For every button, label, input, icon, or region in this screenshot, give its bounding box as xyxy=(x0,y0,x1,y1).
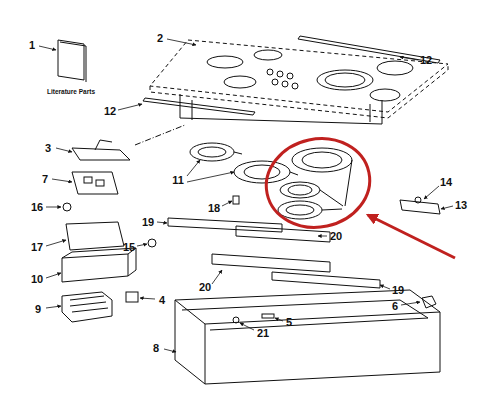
callout-number: 16 xyxy=(31,202,43,213)
callout-number: 1 xyxy=(29,40,35,51)
callout-number: 4 xyxy=(159,295,165,306)
callout-number: 7 xyxy=(42,174,48,185)
callout-number: 6 xyxy=(392,301,398,312)
callout-number: 17 xyxy=(31,242,43,253)
callout-number: 12 xyxy=(420,55,432,66)
callout-number: 20 xyxy=(199,282,211,293)
callout-number: 21 xyxy=(257,328,269,339)
callout-number: 13 xyxy=(455,200,467,211)
callout-number: 20 xyxy=(330,231,342,242)
part-name: Literature Parts xyxy=(47,89,95,96)
callout-number: 9 xyxy=(35,304,41,315)
callout-number: 15 xyxy=(123,242,135,253)
callout-number: 2 xyxy=(157,33,163,44)
callout-number: 14 xyxy=(440,177,452,188)
callout-number: 19 xyxy=(392,285,404,296)
callout-number: 10 xyxy=(31,274,43,285)
callout-number: 18 xyxy=(208,203,220,214)
callout-number: 12 xyxy=(104,106,116,117)
callout-number: 5 xyxy=(286,317,292,328)
callout-number: 3 xyxy=(45,143,51,154)
callout-number: 8 xyxy=(153,343,159,354)
callout-number: 11 xyxy=(172,175,184,186)
callout-number: 19 xyxy=(142,217,154,228)
